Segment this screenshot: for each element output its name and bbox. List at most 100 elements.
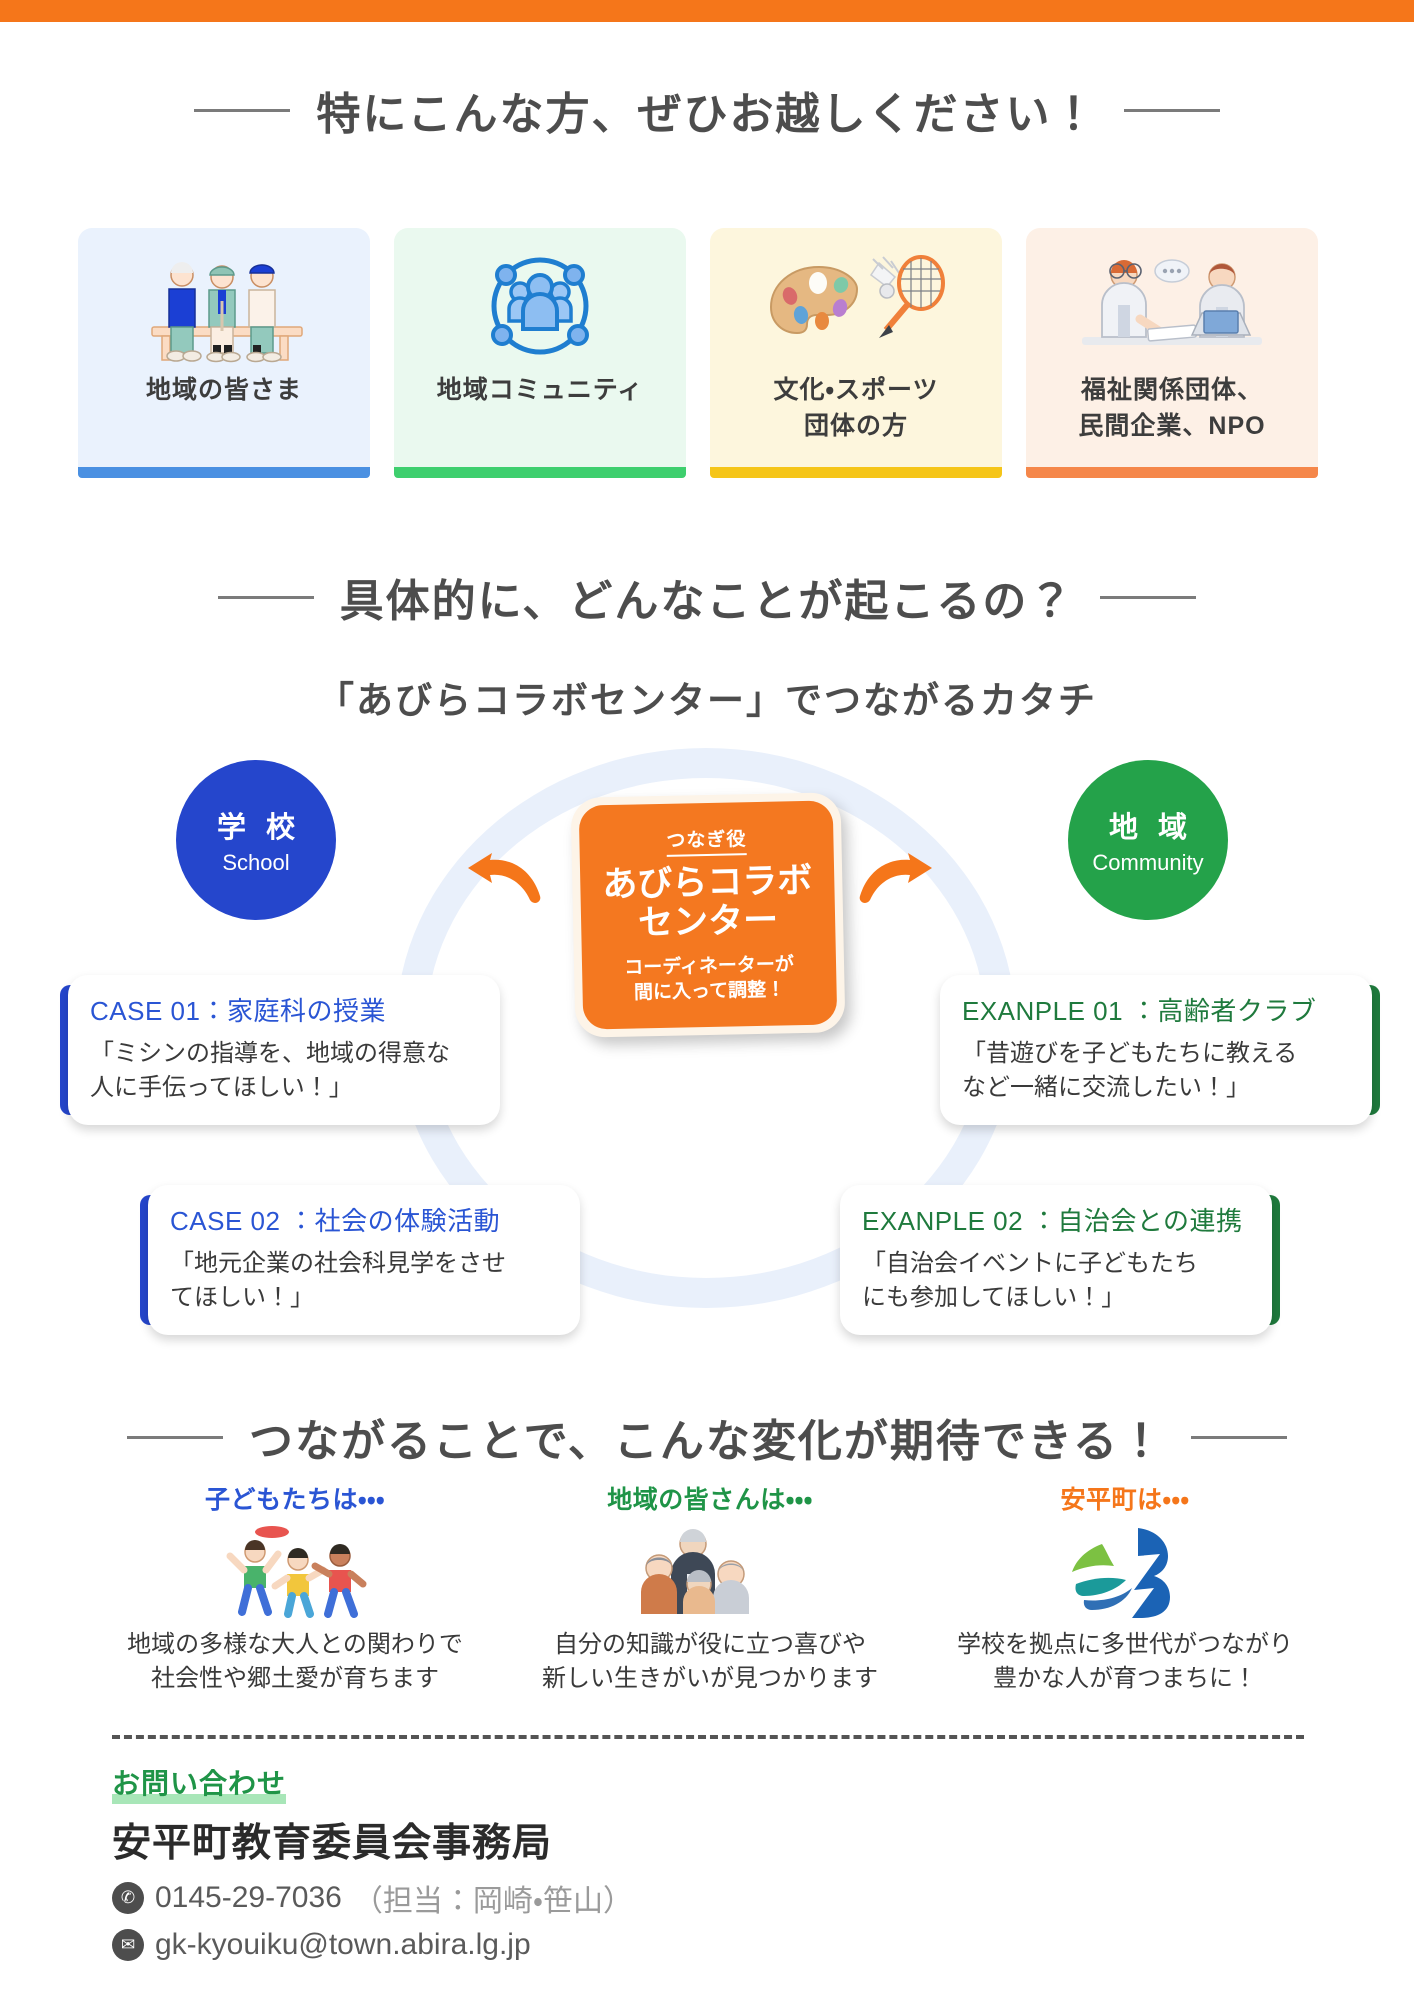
audience-card-label: 地域の皆さま bbox=[145, 376, 302, 404]
center-subtext-line2: 間に入って調整！ bbox=[633, 979, 786, 1004]
heading-rule-left bbox=[126, 1435, 223, 1439]
audience-card-label: 地域コミュニティ bbox=[436, 376, 644, 404]
arrow-pointing-right-icon bbox=[858, 852, 932, 904]
example-box-02[interactable]: EXANPLE 02 ：自治会との連携 「自治会イベントに子どもたち にも参加し… bbox=[840, 1185, 1280, 1336]
audience-card-community[interactable]: 地域コミュニティ bbox=[394, 228, 686, 478]
contact-label-wrap: お問い合わせ bbox=[112, 1762, 1012, 1804]
benefit-residents: 地域の皆さんは・・・ bbox=[525, 1480, 895, 1696]
node-label-jp: 学 校 bbox=[216, 812, 302, 844]
card-accent-bar bbox=[78, 467, 370, 478]
contact-phone-line[interactable]: ✆ 0145-29-7036 （担当：岡崎・笹山） bbox=[112, 1876, 1012, 1920]
node-label-en: Community bbox=[1092, 850, 1204, 875]
audience-card-list: 地域の皆さま 地域コミュニティ bbox=[78, 228, 1336, 478]
example-box-01[interactable]: EXANPLE 01 ：高齢者クラブ 「昔遊びを子どもたちに教える など一緒に交… bbox=[940, 975, 1380, 1126]
arrow-pointing-left-icon bbox=[468, 852, 542, 904]
benefit-text-line2: 新しい生きがいが見つかります bbox=[542, 1665, 878, 1693]
benefit-text-line2: 豊かな人が育つまちに！ bbox=[993, 1665, 1257, 1693]
node-label-jp: 地 域 bbox=[1108, 812, 1194, 844]
benefit-text: 学校を拠点に多世代がつながり 豊かな人が育つまちに！ bbox=[957, 1628, 1293, 1696]
contact-phone-number: 0145-29-7036 bbox=[155, 1881, 342, 1914]
benefit-text-line1: 学校を拠点に多世代がつながり bbox=[957, 1631, 1293, 1658]
contact-email-line[interactable]: ✉ gk-kyouiku@town.abira.lg.jp bbox=[112, 1928, 1012, 1962]
center-hub-card: つなぎ役 あびらコラボ センター コーディネーターが 間に入って調整！ bbox=[570, 792, 846, 1038]
center-title-line2: センター bbox=[637, 900, 779, 943]
case-box-02[interactable]: CASE 02 ：社会の体験活動 「地元企業の社会科見学をさせ てほしい！」 bbox=[140, 1185, 580, 1336]
benefit-town: 安平町は・・・ 学校を拠点に多世代がつながり 豊かな人が育つまちに！ bbox=[940, 1480, 1310, 1696]
audience-card-label: 文化・スポーツ 団体の方 bbox=[773, 372, 938, 445]
phone-icon: ✆ bbox=[112, 1882, 144, 1914]
heading-rule-left bbox=[194, 108, 291, 112]
case-box-title: CASE 01：家庭科の授業 bbox=[90, 996, 386, 1026]
diagram-subtitle: 「あびらコラボセンター」でつながるカタチ bbox=[317, 680, 1097, 721]
section-heading-change: つながることで、こんな変化が期待できる！ bbox=[0, 1405, 1414, 1469]
benefit-text: 地域の多様な大人との関わりで 社会性や郷土愛が育ちます bbox=[127, 1628, 463, 1696]
connection-diagram: 学 校 School 地 域 Community つなぎ役 あびらコラボ センタ… bbox=[0, 720, 1414, 1350]
case-box-body: 「ミシンの指導を、地域の得意な 人に手伝ってほしい！」 bbox=[90, 1037, 478, 1105]
card-accent-bar bbox=[1026, 467, 1318, 478]
heading-rule-right bbox=[1100, 595, 1197, 599]
case-box-title: CASE 02 ：社会の体験活動 bbox=[170, 1206, 501, 1236]
section-heading-what-happens: 具体的に、どんなことが起こるの？ bbox=[0, 565, 1414, 629]
children-playing-icon bbox=[200, 1522, 390, 1618]
case-box-body: 「地元企業の社会科見学をさせ てほしい！」 bbox=[170, 1247, 558, 1315]
audience-card-label-line2: 民間企業、NPO bbox=[1078, 412, 1266, 441]
node-label-en: School bbox=[222, 850, 290, 875]
case-body-line1: 「ミシンの指導を、地域の得意な bbox=[90, 1040, 450, 1067]
audience-card-label: 福祉関係団体、 民間企業、NPO bbox=[1078, 372, 1265, 445]
abira-town-logo-icon bbox=[1030, 1522, 1220, 1618]
heading-rule-left bbox=[217, 595, 314, 599]
mail-icon: ✉ bbox=[112, 1929, 144, 1961]
heading-what-text: 具体的に、どんなことが起こるの？ bbox=[339, 577, 1075, 626]
palette-and-racket-icon bbox=[761, 246, 951, 366]
heading-change-text: つながることで、こんな変化が期待できる！ bbox=[248, 1417, 1166, 1466]
card-accent-bar bbox=[710, 467, 1002, 478]
example-body-line1: 「自治会イベントに子どもたち bbox=[862, 1250, 1198, 1277]
audience-card-label-line1: 福祉関係団体、 bbox=[1080, 376, 1263, 404]
center-title-line1: あびらコラボ bbox=[601, 860, 813, 905]
case-body-line2: 人に手伝ってほしい！」 bbox=[90, 1074, 353, 1102]
benefit-children: 子どもたちは・・・ bbox=[110, 1480, 480, 1696]
contact-phone-note: （担当：岡崎・笹山） bbox=[352, 1885, 634, 1918]
top-accent-bar bbox=[0, 0, 1414, 22]
example-box-title: EXANPLE 02 ：自治会との連携 bbox=[862, 1206, 1243, 1236]
benefit-heading: 地域の皆さんは・・・ bbox=[607, 1486, 813, 1514]
heading-rule-right bbox=[1123, 108, 1220, 112]
benefit-text-line1: 自分の知識が役に立つ喜びや bbox=[554, 1631, 866, 1658]
center-role-label: つなぎ役 bbox=[666, 824, 747, 858]
case-box-01[interactable]: CASE 01：家庭科の授業 「ミシンの指導を、地域の得意な 人に手伝ってほしい… bbox=[60, 975, 500, 1126]
community-network-icon bbox=[478, 246, 603, 366]
example-body-line2: など一緒に交流したい！」 bbox=[962, 1074, 1250, 1102]
office-workers-icon bbox=[1072, 246, 1272, 366]
elderly-people-on-bench-icon bbox=[134, 246, 314, 366]
audience-card-culture-sports[interactable]: 文化・スポーツ 団体の方 bbox=[710, 228, 1002, 478]
benefit-text-line2: 社会性や郷土愛が育ちます bbox=[150, 1665, 439, 1693]
case-body-line2: てほしい！」 bbox=[170, 1284, 314, 1312]
card-accent-bar bbox=[394, 467, 686, 478]
audience-card-residents[interactable]: 地域の皆さま bbox=[78, 228, 370, 478]
heading-rule-right bbox=[1191, 1435, 1288, 1439]
audience-card-welfare-npo[interactable]: 福祉関係団体、 民間企業、NPO bbox=[1026, 228, 1318, 478]
audience-card-label-line1: 文化・スポーツ bbox=[773, 376, 939, 404]
dashed-divider bbox=[112, 1735, 1304, 1739]
center-hub-inner: つなぎ役 あびらコラボ センター コーディネーターが 間に入って調整！ bbox=[578, 800, 838, 1030]
benefit-heading: 子どもたちは・・・ bbox=[204, 1486, 385, 1514]
elderly-group-icon bbox=[615, 1522, 805, 1618]
audience-card-label-line2: 団体の方 bbox=[803, 412, 908, 441]
benefits-list: 子どもたちは・・・ bbox=[110, 1480, 1310, 1696]
center-subtext-line1: コーディネーターが bbox=[624, 953, 795, 979]
example-body-line2: にも参加してほしい！」 bbox=[862, 1284, 1126, 1312]
contact-email-address: gk-kyouiku@town.abira.lg.jp bbox=[155, 1928, 531, 1961]
example-box-body: 「昔遊びを子どもたちに教える など一緒に交流したい！」 bbox=[962, 1037, 1350, 1105]
benefit-text: 自分の知識が役に立つ喜びや 新しい生きがいが見つかります bbox=[542, 1628, 878, 1696]
example-box-body: 「自治会イベントに子どもたち にも参加してほしい！」 bbox=[862, 1247, 1250, 1315]
center-subtext: コーディネーターが 間に入って調整！ bbox=[624, 952, 795, 1007]
contact-organization: 安平町教育委員会事務局 bbox=[112, 1822, 553, 1865]
contact-block: お問い合わせ 安平町教育委員会事務局 ✆ 0145-29-7036 （担当：岡崎… bbox=[112, 1762, 1012, 1962]
diagram-node-community: 地 域 Community bbox=[1068, 760, 1228, 920]
heading-audience-text: 特にこんな方、ぜひお越しください！ bbox=[316, 90, 1098, 139]
example-box-title: EXANPLE 01 ：高齢者クラブ bbox=[962, 996, 1317, 1026]
section-heading-audience: 特にこんな方、ぜひお越しください！ bbox=[0, 78, 1414, 142]
contact-label: お問い合わせ bbox=[112, 1762, 287, 1804]
diagram-node-school: 学 校 School bbox=[176, 760, 336, 920]
benefit-heading: 安平町は・・・ bbox=[1060, 1486, 1190, 1514]
